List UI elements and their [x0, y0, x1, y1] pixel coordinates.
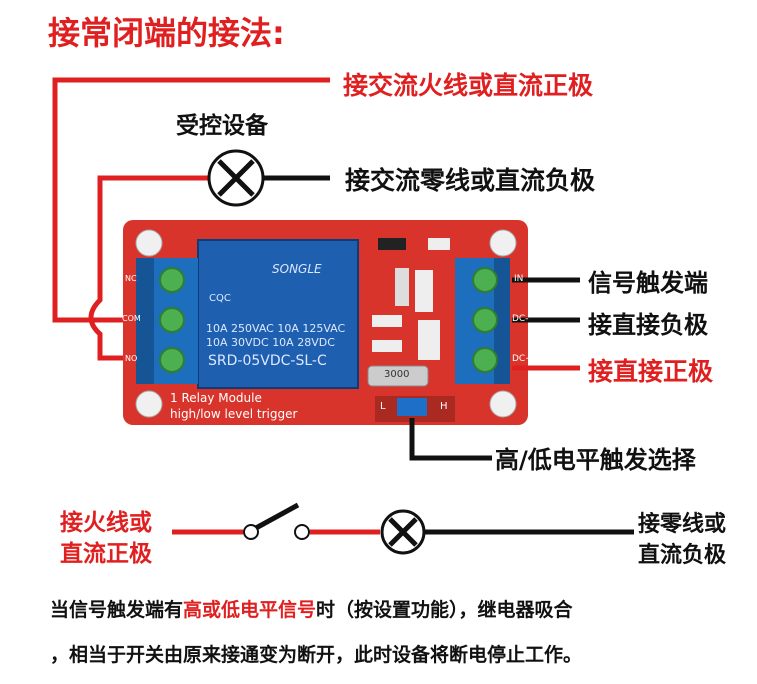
relay-body: [197, 239, 359, 389]
switch-contact-left: [243, 524, 259, 540]
description-line1-start: 当信号触发端有: [50, 599, 184, 621]
pin-in: IN: [514, 274, 524, 284]
lamp-icon: [207, 149, 265, 207]
pin-dc-minus: DC-: [512, 314, 529, 324]
pin-com: COM: [122, 314, 141, 323]
relay-spec-row2: 10A 30VDC 10A 28VDC: [206, 336, 335, 349]
label-signal-trigger: 信号触发端: [588, 269, 708, 297]
label-controlled-device: 受控设备: [176, 113, 268, 139]
module-line1: 1 Relay Module: [170, 391, 262, 405]
switch-blade: [254, 502, 300, 531]
module-line2: high/low level trigger: [170, 407, 298, 421]
pin-no: NO: [125, 354, 138, 363]
wire-live-to-nc: [52, 77, 330, 323]
relay-brand: SONGLE: [272, 262, 322, 276]
circuit-lamp-icon: [380, 509, 426, 555]
jumper-l: L: [380, 401, 386, 412]
label-ac-neutral-dc-negative: 接交流零线或直流负极: [345, 166, 596, 195]
relay-board: [123, 220, 528, 425]
circuit-right-label-1: 接零线或: [638, 512, 727, 537]
jumper-h: H: [440, 401, 448, 412]
crystal-label: 3000: [384, 369, 410, 380]
pin-nc: NC: [125, 274, 137, 283]
circuit-right-label-2: 直流负极: [638, 543, 727, 568]
crystal: [367, 365, 429, 387]
label-direct-negative: 接直接负极: [588, 311, 708, 339]
switch-contact-right: [294, 524, 310, 540]
label-ac-live-dc-positive: 接交流火线或直流正极: [343, 71, 594, 100]
description-line2: ，相当于开关由原来接通变为断开，此时设备将断电停止工作。: [50, 644, 583, 666]
relay-model: SRD-05VDC-SL-C: [208, 353, 327, 369]
description-line1: 当信号触发端有高或低电平信号时（按设置功能），继电器吸合: [50, 595, 573, 622]
pin-dc-plus: DC+: [512, 354, 533, 364]
wire-device-to-com: [88, 175, 210, 361]
label-level-select: 高/低电平触发选择: [495, 446, 696, 474]
wire-level-select: [409, 418, 492, 461]
description-highlight: 高或低电平信号: [183, 599, 317, 621]
relay-cqc: CQC: [209, 293, 231, 304]
level-jumper: [397, 398, 427, 416]
page-title: 接常闭端的接法:: [48, 14, 285, 52]
description-line1-end: 时（按设置功能），继电器吸合: [316, 599, 573, 621]
label-direct-positive: 接直接正极: [588, 357, 714, 386]
circuit-left-label-1: 接火线或: [60, 510, 152, 536]
circuit-left-label-2: 直流正极: [60, 541, 152, 567]
relay-spec-row1: 10A 250VAC 10A 125VAC: [206, 322, 346, 335]
